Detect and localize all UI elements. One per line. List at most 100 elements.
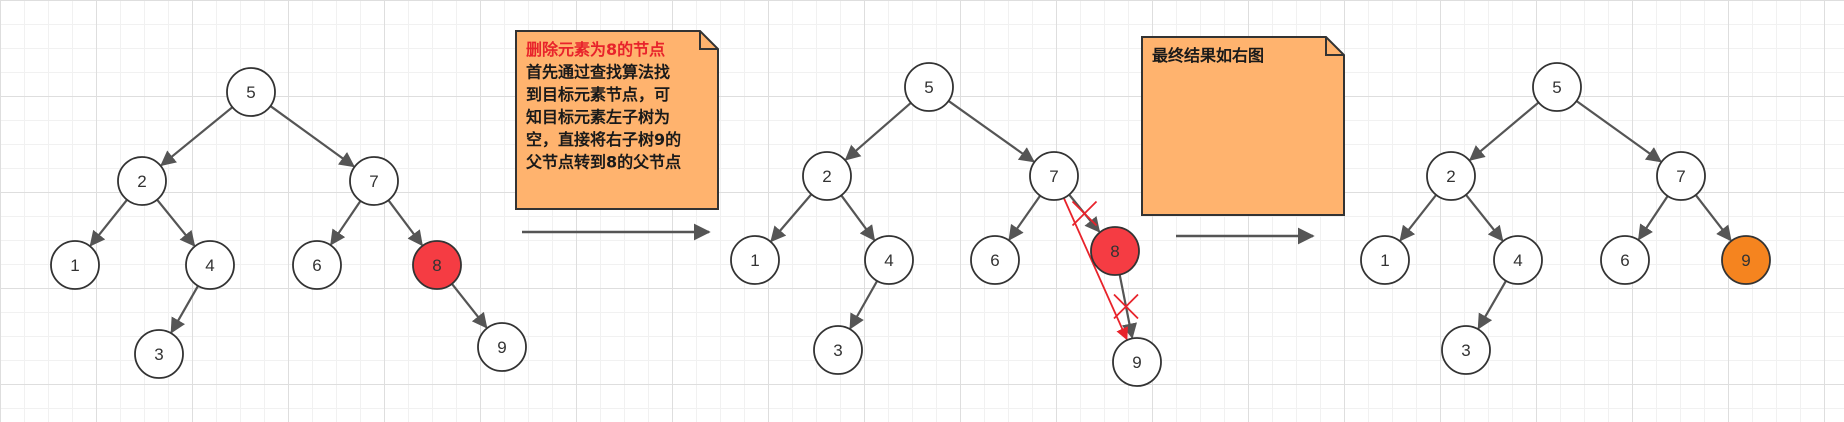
node-circle bbox=[730, 235, 780, 285]
node-label: 7 bbox=[369, 172, 378, 191]
node-6: 6 bbox=[292, 240, 342, 290]
node-7: 7 bbox=[1656, 151, 1706, 201]
node-label: 3 bbox=[1461, 341, 1470, 360]
node-circle bbox=[292, 240, 342, 290]
edge-2-4 bbox=[840, 194, 876, 242]
note-body bbox=[1141, 36, 1345, 216]
note-line: 首先通过查找算法找 bbox=[526, 63, 670, 82]
node-circle bbox=[904, 62, 954, 112]
edge-4-3 bbox=[1477, 280, 1507, 330]
node-label: 4 bbox=[1513, 251, 1522, 270]
node-label: 5 bbox=[246, 83, 255, 102]
node-4: 4 bbox=[864, 235, 914, 285]
node-circle bbox=[1090, 226, 1140, 276]
edge-4-3 bbox=[170, 285, 200, 334]
node-label: 6 bbox=[990, 251, 999, 270]
edge-2-4 bbox=[156, 198, 196, 247]
node-label: 6 bbox=[1620, 251, 1629, 270]
note-line: 最终结果如右图 bbox=[1152, 46, 1264, 65]
tree-2: 5 2 7 1 4 6 8 3 9 bbox=[730, 62, 1162, 387]
node-4: 4 bbox=[185, 240, 235, 290]
cross-mark-8-9 bbox=[1113, 293, 1139, 320]
edge-2-1 bbox=[89, 199, 128, 247]
node-3: 3 bbox=[134, 329, 184, 379]
note-body bbox=[515, 30, 719, 210]
node-circle bbox=[970, 235, 1020, 285]
node-label: 9 bbox=[497, 338, 506, 357]
edge-5-2 bbox=[1468, 101, 1540, 161]
edge-2-1 bbox=[770, 193, 813, 243]
node-label: 8 bbox=[1110, 242, 1119, 261]
node-circle bbox=[1426, 151, 1476, 201]
node-circle bbox=[1493, 235, 1543, 285]
edge-2-4 bbox=[1465, 194, 1504, 242]
node-label: 9 bbox=[1132, 353, 1141, 372]
node-1: 1 bbox=[730, 235, 780, 285]
node-label: 8 bbox=[432, 256, 441, 275]
node-label: 2 bbox=[137, 172, 146, 191]
note-title: 删除元素为8的节点 bbox=[526, 40, 665, 59]
node-label: 7 bbox=[1049, 167, 1058, 186]
node-2: 2 bbox=[802, 151, 852, 201]
edge-5-7 bbox=[947, 100, 1035, 163]
note-line: 知目标元素左子树为 bbox=[526, 108, 670, 127]
node-circle bbox=[1721, 235, 1771, 285]
edge-7-8 bbox=[387, 199, 423, 247]
edge-5-7 bbox=[1575, 100, 1662, 163]
node-circle bbox=[1360, 235, 1410, 285]
node-circle bbox=[1112, 337, 1162, 387]
edge-5-2 bbox=[160, 106, 234, 167]
node-label: 1 bbox=[750, 251, 759, 270]
edge-8-9 bbox=[451, 283, 488, 329]
cross-mark-7-8 bbox=[1071, 200, 1098, 227]
node-label: 2 bbox=[1446, 167, 1455, 186]
note-line: 空，直接将右子树9的 bbox=[526, 130, 681, 149]
node-circle bbox=[1532, 62, 1582, 112]
node-label: 4 bbox=[884, 251, 893, 270]
node-label: 3 bbox=[154, 345, 163, 364]
edge-5-7 bbox=[269, 105, 355, 168]
node-label: 7 bbox=[1676, 167, 1685, 186]
node-label: 3 bbox=[833, 341, 842, 360]
node-circle bbox=[117, 156, 167, 206]
node-3: 3 bbox=[813, 325, 863, 375]
node-circle bbox=[1656, 151, 1706, 201]
note-line: 到目标元素节点，可 bbox=[526, 85, 670, 104]
node-label: 1 bbox=[1380, 251, 1389, 270]
node-circle bbox=[477, 322, 527, 372]
node-label: 5 bbox=[924, 78, 933, 97]
note-fold bbox=[1325, 37, 1344, 56]
edge-2-1 bbox=[1399, 194, 1438, 242]
node-label: 4 bbox=[205, 256, 214, 275]
node-circle bbox=[412, 240, 462, 290]
edge-4-3 bbox=[849, 280, 879, 330]
node-label: 1 bbox=[70, 256, 79, 275]
node-label: 2 bbox=[822, 167, 831, 186]
node-9: 9 bbox=[1721, 235, 1771, 285]
node-3: 3 bbox=[1441, 325, 1491, 375]
edge-7-6 bbox=[1637, 195, 1669, 241]
node-circle bbox=[1600, 235, 1650, 285]
node-1: 1 bbox=[50, 240, 100, 290]
node-circle bbox=[1029, 151, 1079, 201]
node-7: 7 bbox=[349, 156, 399, 206]
node-circle bbox=[1441, 325, 1491, 375]
note-line: 父节点转到8的父节点 bbox=[525, 153, 681, 172]
edge-7-6 bbox=[330, 200, 362, 246]
trees-layer: 5 2 7 1 4 6 8 3 9 5 2 7 1 4 6 8 3 9 5 2 7 1 4 6 9 3 bbox=[50, 62, 1771, 387]
edge-7-6 bbox=[1008, 195, 1042, 241]
note-fold bbox=[699, 31, 718, 50]
node-label: 5 bbox=[1552, 78, 1561, 97]
node-6: 6 bbox=[970, 235, 1020, 285]
node-2: 2 bbox=[117, 156, 167, 206]
node-label: 6 bbox=[312, 256, 321, 275]
node-9: 9 bbox=[1112, 337, 1162, 387]
node-4: 4 bbox=[1493, 235, 1543, 285]
node-circle bbox=[185, 240, 235, 290]
node-2: 2 bbox=[1426, 151, 1476, 201]
node-circle bbox=[813, 325, 863, 375]
node-7: 7 bbox=[1029, 151, 1079, 201]
node-6: 6 bbox=[1600, 235, 1650, 285]
node-1: 1 bbox=[1360, 235, 1410, 285]
